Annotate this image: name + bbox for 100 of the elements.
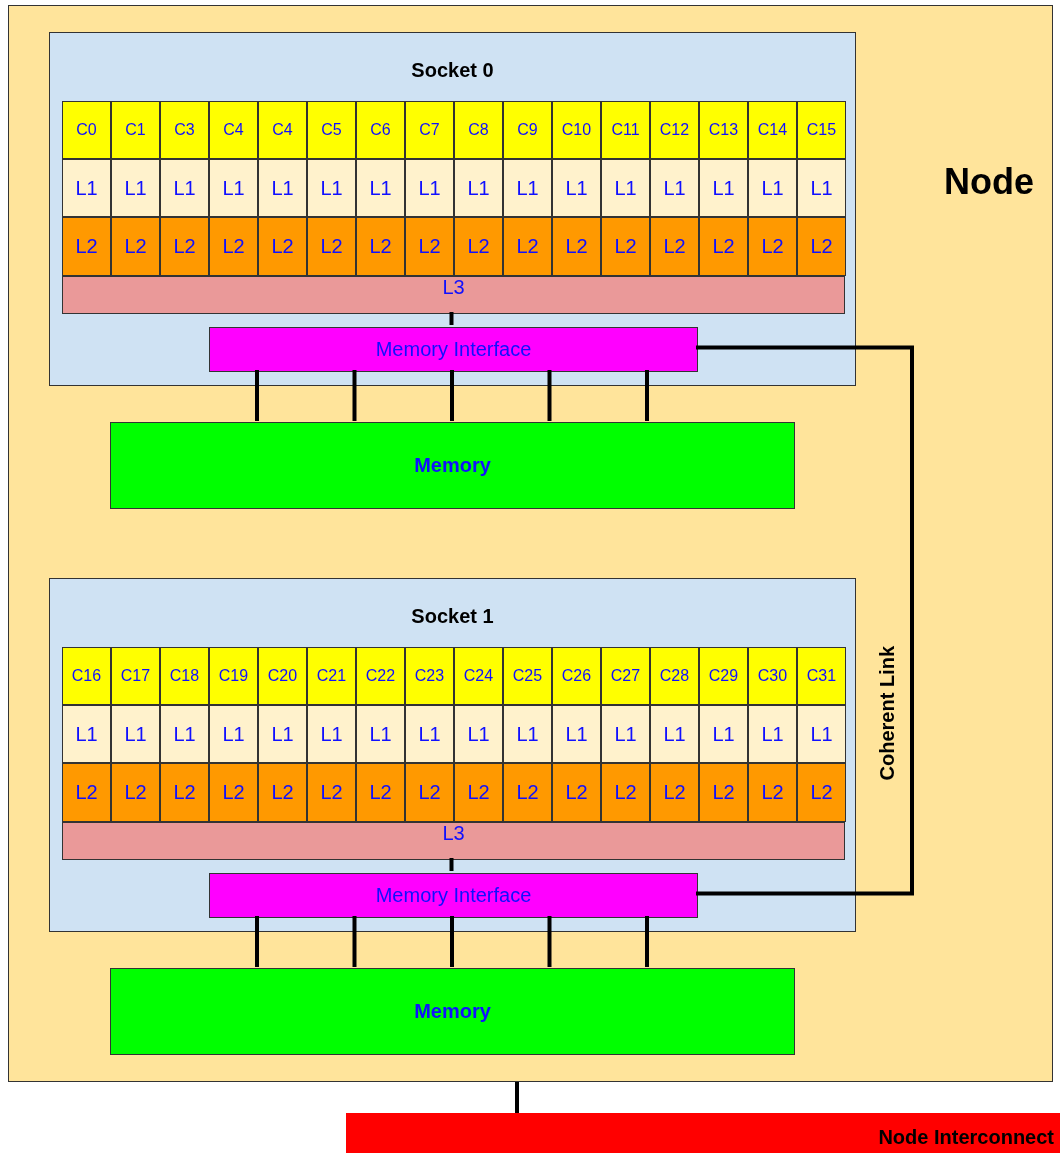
l2-cache-cell: L2 bbox=[258, 217, 307, 276]
l2-cache-cell: L2 bbox=[356, 217, 405, 276]
l1-cache-cell: L1 bbox=[699, 159, 748, 217]
socket-box bbox=[49, 32, 856, 386]
l1-cache-cell: L1 bbox=[356, 705, 405, 763]
node-box bbox=[8, 5, 1053, 1082]
core-cell: C6 bbox=[356, 101, 405, 159]
l2-cache-cell: L2 bbox=[111, 217, 160, 276]
core-cell: C5 bbox=[307, 101, 356, 159]
l1-cache-cell: L1 bbox=[160, 705, 209, 763]
core-cell: C28 bbox=[650, 647, 699, 705]
l2-cache-cell: L2 bbox=[454, 217, 503, 276]
l2-cache-cell: L2 bbox=[699, 217, 748, 276]
l1-cache-cell: L1 bbox=[62, 705, 111, 763]
core-cell: C12 bbox=[650, 101, 699, 159]
core-cell: C27 bbox=[601, 647, 650, 705]
core-cell: C4 bbox=[209, 101, 258, 159]
core-cell: C26 bbox=[552, 647, 601, 705]
core-cell: C31 bbox=[797, 647, 846, 705]
bus-line bbox=[352, 370, 357, 421]
core-cell: C4 bbox=[258, 101, 307, 159]
core-cell: C9 bbox=[503, 101, 552, 159]
l2-cache-cell: L2 bbox=[307, 763, 356, 822]
l1-cache-cell: L1 bbox=[62, 159, 111, 217]
l2-cache-cell: L2 bbox=[111, 763, 160, 822]
l1-cache-cell: L1 bbox=[552, 159, 601, 217]
l1-cache-cell: L1 bbox=[797, 705, 846, 763]
memory-interface-bar: Memory Interface bbox=[209, 873, 698, 918]
bus-line bbox=[645, 916, 649, 967]
l2-cache-cell: L2 bbox=[699, 763, 748, 822]
bus-line bbox=[645, 370, 649, 421]
l2-cache-cell: L2 bbox=[160, 217, 209, 276]
core-cell: C17 bbox=[111, 647, 160, 705]
l2-cache-cell: L2 bbox=[748, 763, 797, 822]
l2-cache-cell: L2 bbox=[552, 763, 601, 822]
l1-cache-cell: L1 bbox=[111, 159, 160, 217]
bus-line bbox=[515, 1082, 519, 1113]
l3-cache-bar: L3 bbox=[62, 276, 845, 314]
interconnect-bar: Node Interconnect bbox=[346, 1113, 1060, 1153]
l2-cache-cell: L2 bbox=[209, 217, 258, 276]
l1-cache-cell: L1 bbox=[356, 159, 405, 217]
l1-cache-cell: L1 bbox=[797, 159, 846, 217]
l2-cache-cell: L2 bbox=[405, 217, 454, 276]
core-cell: C24 bbox=[454, 647, 503, 705]
core-cell: C22 bbox=[356, 647, 405, 705]
l2-cache-cell: L2 bbox=[748, 217, 797, 276]
l1-cache-cell: L1 bbox=[307, 705, 356, 763]
l1-cache-cell: L1 bbox=[258, 705, 307, 763]
l2-cache-cell: L2 bbox=[601, 763, 650, 822]
l2-cache-cell: L2 bbox=[160, 763, 209, 822]
core-cell: C10 bbox=[552, 101, 601, 159]
core-cell: C7 bbox=[405, 101, 454, 159]
l3-cache-bar: L3 bbox=[62, 822, 845, 860]
l1-cache-cell: L1 bbox=[601, 159, 650, 217]
l2-cache-cell: L2 bbox=[62, 763, 111, 822]
l1-cache-cell: L1 bbox=[650, 705, 699, 763]
bus-line bbox=[352, 916, 357, 967]
l2-cache-cell: L2 bbox=[601, 217, 650, 276]
l1-cache-cell: L1 bbox=[209, 705, 258, 763]
l1-cache-cell: L1 bbox=[699, 705, 748, 763]
bus-line bbox=[450, 370, 454, 421]
l1-cache-cell: L1 bbox=[748, 159, 797, 217]
l2-cache-cell: L2 bbox=[650, 217, 699, 276]
l1-cache-cell: L1 bbox=[209, 159, 258, 217]
link-line bbox=[696, 345, 914, 896]
core-cell: C29 bbox=[699, 647, 748, 705]
core-cell: C13 bbox=[699, 101, 748, 159]
core-cell: C0 bbox=[62, 101, 111, 159]
core-cell: C3 bbox=[160, 101, 209, 159]
l2-cache-cell: L2 bbox=[650, 763, 699, 822]
l1-cache-cell: L1 bbox=[748, 705, 797, 763]
core-cell: C18 bbox=[160, 647, 209, 705]
l1-cache-cell: L1 bbox=[307, 159, 356, 217]
edge-label: Coherent Link bbox=[876, 645, 899, 780]
l1-cache-cell: L1 bbox=[503, 159, 552, 217]
bus-line bbox=[449, 312, 454, 325]
bus-line bbox=[255, 916, 259, 967]
node-title: Node bbox=[944, 161, 1034, 203]
l1-cache-cell: L1 bbox=[503, 705, 552, 763]
l1-cache-cell: L1 bbox=[405, 159, 454, 217]
bus-line bbox=[547, 370, 552, 421]
core-cell: C21 bbox=[307, 647, 356, 705]
bus-line bbox=[255, 370, 259, 421]
l1-cache-cell: L1 bbox=[405, 705, 454, 763]
core-cell: C25 bbox=[503, 647, 552, 705]
l1-cache-cell: L1 bbox=[160, 159, 209, 217]
socket-title: Socket 1 bbox=[411, 605, 494, 628]
core-cell: C30 bbox=[748, 647, 797, 705]
l1-cache-cell: L1 bbox=[601, 705, 650, 763]
bus-line bbox=[547, 916, 552, 967]
core-cell: C11 bbox=[601, 101, 650, 159]
l2-cache-cell: L2 bbox=[552, 217, 601, 276]
socket-title: Socket 0 bbox=[411, 59, 494, 82]
bus-line bbox=[450, 916, 454, 967]
core-cell: C8 bbox=[454, 101, 503, 159]
l2-cache-cell: L2 bbox=[307, 217, 356, 276]
memory-block: Memory bbox=[110, 968, 795, 1055]
l2-cache-cell: L2 bbox=[503, 763, 552, 822]
core-cell: C23 bbox=[405, 647, 454, 705]
l1-cache-cell: L1 bbox=[454, 705, 503, 763]
